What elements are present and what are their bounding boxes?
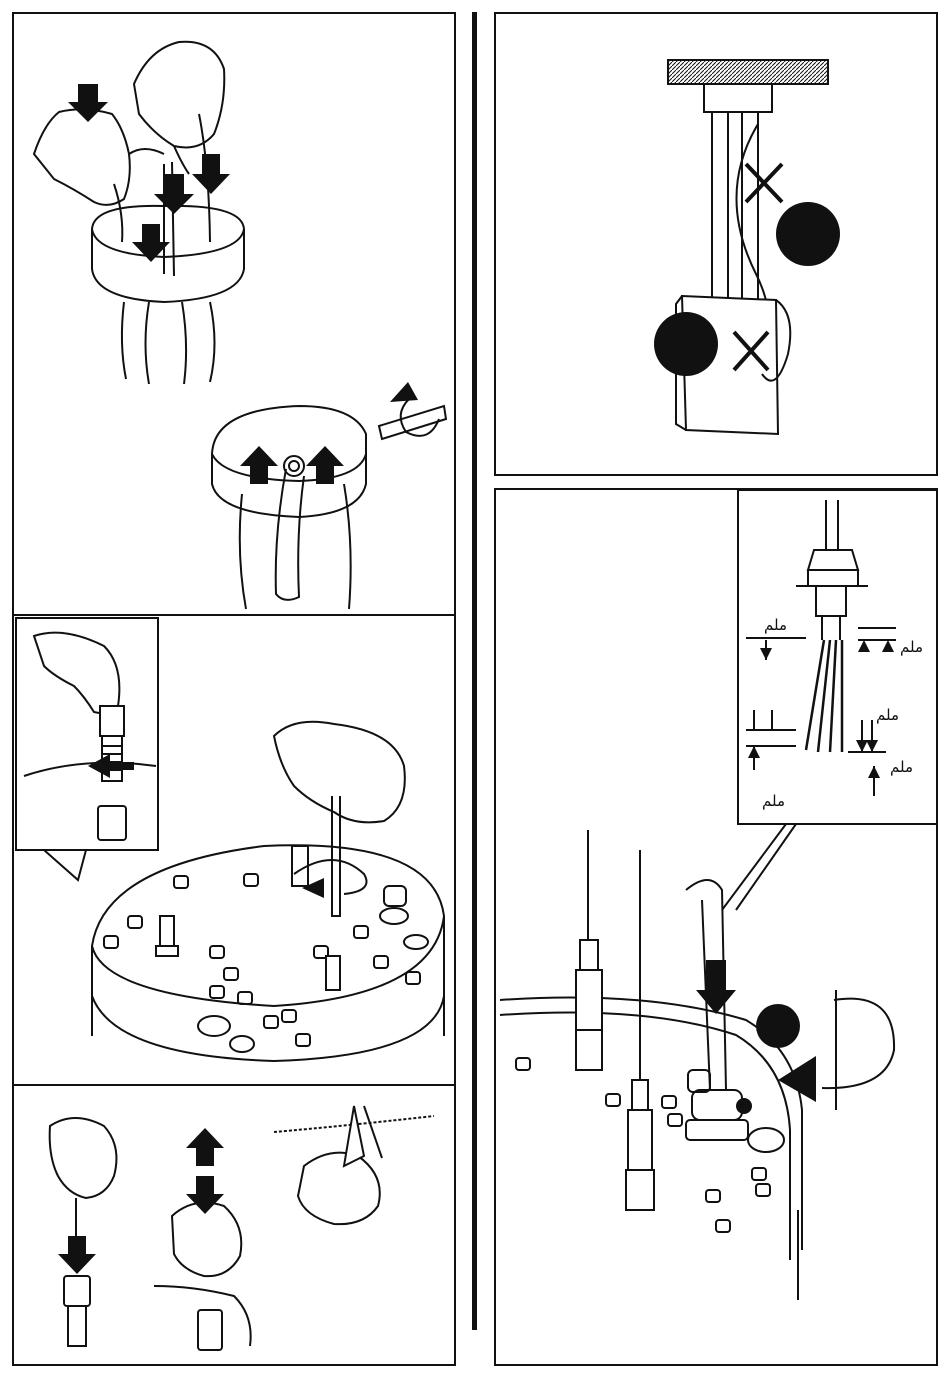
filled-circle-icon xyxy=(756,1004,800,1048)
cable-gland-illustration xyxy=(496,490,938,1366)
dimension-label: ملم xyxy=(876,708,899,723)
panel-cable-routing-warning xyxy=(494,12,938,476)
panel-cable-insertion xyxy=(12,12,456,616)
filled-circle-icon xyxy=(776,202,840,266)
arrow-up-icon xyxy=(186,1128,224,1166)
panel-wire-preparation xyxy=(12,1084,456,1366)
dimension-label: ملم xyxy=(762,794,785,809)
panel-cable-gland: ملم ملم ملم ملم ملم xyxy=(494,488,938,1366)
filled-circle-icon xyxy=(736,1098,752,1114)
dimension-label: ملم xyxy=(900,640,923,655)
terminal-screwing-illustration xyxy=(14,616,456,1086)
arrow-down-icon xyxy=(192,154,230,194)
wire-preparation-illustration xyxy=(14,1086,456,1366)
center-divider xyxy=(472,12,477,1330)
dimension-label: ملم xyxy=(890,760,913,775)
filled-circle-icon xyxy=(654,312,718,376)
panel-terminal-screwing xyxy=(12,614,456,1086)
dimension-label: ملم xyxy=(764,618,787,633)
arrow-down-icon xyxy=(696,960,736,1014)
cable-insertion-illustration xyxy=(14,14,456,616)
cable-routing-illustration xyxy=(496,14,938,476)
x-mark-icon xyxy=(746,164,782,202)
rotate-arrow-icon xyxy=(390,382,418,402)
arrow-down-icon xyxy=(58,1236,96,1274)
